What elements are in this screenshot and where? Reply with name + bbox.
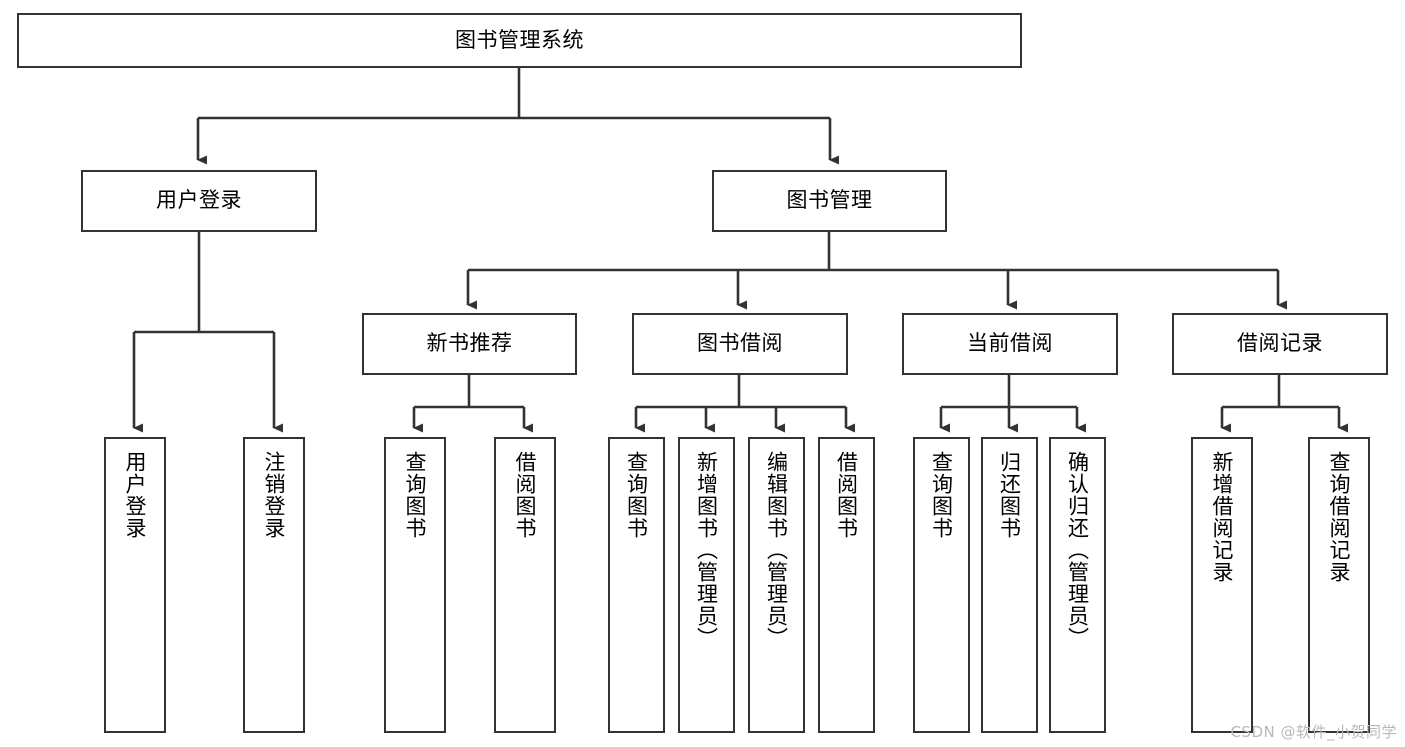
leaf-user-login-logout-label: 注销登录 <box>262 451 287 539</box>
leaf-current-borrow-confirm[interactable]: 确认归还（管理员） <box>1049 437 1106 733</box>
node-book-borrow-label: 图书借阅 <box>697 331 783 356</box>
leaf-current-borrow-confirm-label: 确认归还（管理员） <box>1065 451 1090 649</box>
leaf-borrow-record-add[interactable]: 新增借阅记录 <box>1191 437 1253 733</box>
leaf-book-borrow-query[interactable]: 查询图书 <box>608 437 665 733</box>
leaf-current-borrow-return-label: 归还图书 <box>997 451 1022 539</box>
leaf-user-login-logout[interactable]: 注销登录 <box>243 437 305 733</box>
leaf-book-borrow-add-label: 新增图书（管理员） <box>694 451 719 649</box>
node-root-system-label: 图书管理系统 <box>455 27 584 52</box>
leaf-current-borrow-return[interactable]: 归还图书 <box>981 437 1038 733</box>
leaf-new-book-query[interactable]: 查询图书 <box>384 437 446 733</box>
node-book-borrow[interactable]: 图书借阅 <box>632 313 848 375</box>
leaf-book-borrow-edit[interactable]: 编辑图书（管理员） <box>748 437 805 733</box>
leaf-book-borrow-query-label: 查询图书 <box>624 451 649 539</box>
watermark-credit: CSDN @软件_小贺同学 <box>1230 723 1397 741</box>
leaf-current-borrow-query-label: 查询图书 <box>929 451 954 539</box>
node-borrow-record[interactable]: 借阅记录 <box>1172 313 1388 375</box>
node-user-login-label: 用户登录 <box>156 188 242 213</box>
node-book-management-label: 图书管理 <box>786 188 873 213</box>
node-new-book-recommend[interactable]: 新书推荐 <box>362 313 577 375</box>
node-current-borrow[interactable]: 当前借阅 <box>902 313 1118 375</box>
node-book-management[interactable]: 图书管理 <box>712 170 947 232</box>
node-user-login[interactable]: 用户登录 <box>81 170 317 232</box>
leaf-borrow-record-add-label: 新增借阅记录 <box>1210 451 1235 583</box>
leaf-book-borrow-borrow[interactable]: 借阅图书 <box>818 437 875 733</box>
node-root-system[interactable]: 图书管理系统 <box>17 13 1022 68</box>
node-new-book-recommend-label: 新书推荐 <box>426 331 513 356</box>
leaf-user-login-signin[interactable]: 用户登录 <box>104 437 166 733</box>
leaf-book-borrow-add[interactable]: 新增图书（管理员） <box>678 437 735 733</box>
leaf-new-book-borrow-label: 借阅图书 <box>513 451 538 539</box>
leaf-current-borrow-query[interactable]: 查询图书 <box>913 437 970 733</box>
leaf-borrow-record-query-label: 查询借阅记录 <box>1327 451 1352 583</box>
node-borrow-record-label: 借阅记录 <box>1237 331 1323 356</box>
leaf-new-book-query-label: 查询图书 <box>403 451 428 539</box>
leaf-borrow-record-query[interactable]: 查询借阅记录 <box>1308 437 1370 733</box>
node-current-borrow-label: 当前借阅 <box>967 331 1053 356</box>
leaf-book-borrow-edit-label: 编辑图书（管理员） <box>764 451 789 649</box>
leaf-new-book-borrow[interactable]: 借阅图书 <box>494 437 556 733</box>
leaf-book-borrow-borrow-label: 借阅图书 <box>834 451 859 539</box>
leaf-user-login-signin-label: 用户登录 <box>123 451 148 539</box>
